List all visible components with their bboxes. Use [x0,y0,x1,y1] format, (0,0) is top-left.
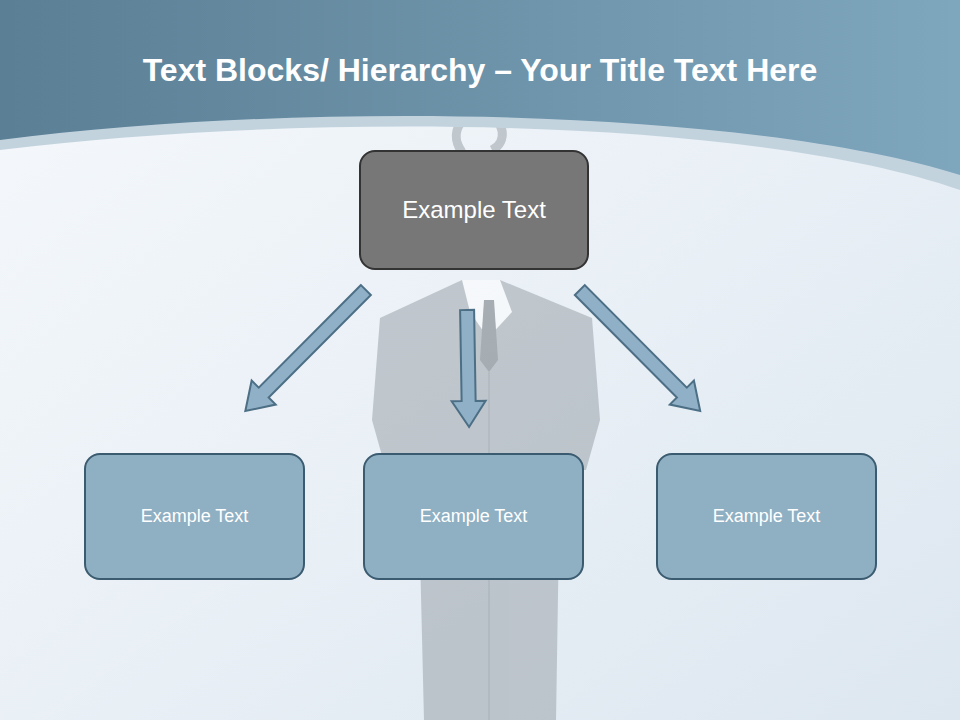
slide-title: Text Blocks/ Hierarchy – Your Title Text… [143,52,818,88]
header-band [0,0,960,175]
box-label: Example Text [141,506,249,527]
title-bar: Text Blocks/ Hierarchy – Your Title Text… [0,52,960,89]
child-box: Example Text [656,453,877,580]
block-arrow [575,285,700,411]
top-box: Example Text [359,150,589,270]
box-label: Example Text [420,506,528,527]
block-arrow [452,310,486,427]
necktie [480,300,498,372]
box-label: Example Text [713,506,821,527]
child-box: Example Text [84,453,305,580]
child-box: Example Text [363,453,584,580]
box-label: Example Text [402,196,546,224]
block-arrow [245,285,371,411]
